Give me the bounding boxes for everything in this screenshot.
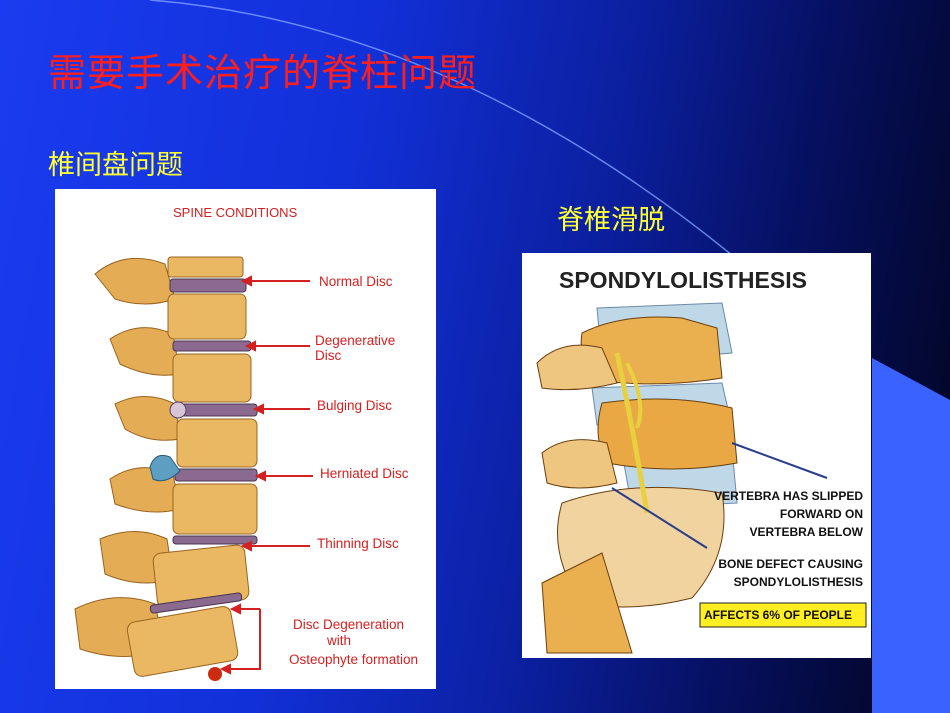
label-degenerative: Degenerative (315, 333, 396, 348)
label-herniated-disc: Herniated Disc (320, 466, 409, 481)
label-degenerative-disc: Disc (315, 348, 342, 363)
label-with: with (327, 633, 352, 648)
spine-title: SPINE CONDITIONS (173, 205, 298, 220)
caption-defect-line1: BONE DEFECT CAUSING (718, 557, 863, 571)
spine-illustration (74, 256, 313, 681)
spine-conditions-figure: SPINE CONDITIONS Normal Disc Degenerativ… (55, 189, 436, 689)
slide-title: 需要手术治疗的脊柱问题 (48, 51, 478, 95)
label-normal-disc: Normal Disc (319, 274, 393, 289)
label-bulging-disc: Bulging Disc (317, 398, 393, 413)
spondylolisthesis-figure: SPONDYLOLISTHESIS VERTEBRA HAS SLIPPED F… (522, 253, 871, 658)
affects-badge: AFFECTS 6% OF PEOPLE (704, 608, 853, 622)
caption-slipped-line3: VERTEBRA BELOW (749, 525, 863, 539)
label-osteophyte: Osteophyte formation (289, 652, 419, 667)
caption-defect-line2: SPONDYLOLISTHESIS (733, 575, 863, 589)
caption-slipped-line2: FORWARD ON (779, 507, 863, 521)
right-heading: 脊椎滑脱 (557, 205, 665, 236)
label-thinning-disc: Thinning Disc (317, 536, 399, 551)
spondylolisthesis-illustration (536, 302, 867, 654)
left-heading: 椎间盘问题 (48, 150, 183, 181)
caption-slipped-line1: VERTEBRA HAS SLIPPED (714, 489, 863, 503)
label-disc-degeneration: Disc Degeneration (293, 617, 405, 632)
spondylolisthesis-title: SPONDYLOLISTHESIS (559, 267, 807, 293)
